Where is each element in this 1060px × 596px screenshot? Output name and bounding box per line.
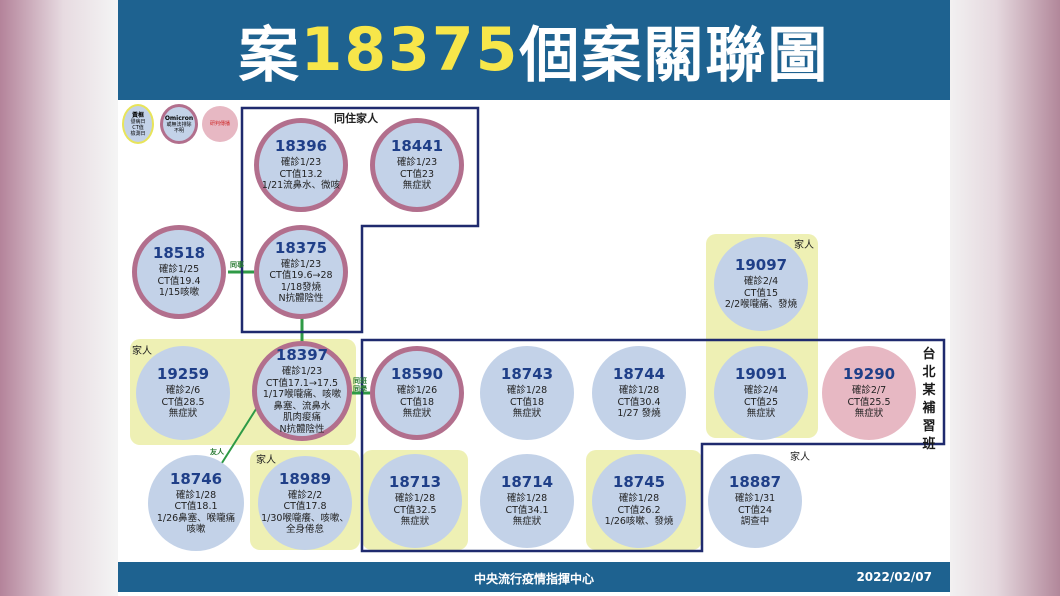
case-node-18590: 18590 確診1/26 CT值18 無症狀 (370, 346, 464, 440)
case-node-18713: 18713 確診1/28 CT值32.5 無症狀 (368, 454, 462, 548)
legend-b-title: Omicron (164, 114, 194, 122)
legend-a-line: CT值 (132, 124, 144, 131)
group-label-family-18989: 家人 (256, 455, 276, 466)
legend-b-line: 不明 (173, 127, 184, 134)
legend-transmission: 研判傳播 (202, 106, 238, 142)
case-node-18743: 18743 確診1/28 CT值18 無症狀 (480, 346, 574, 440)
title-case-number: 18375 (300, 15, 520, 85)
case-node-18397: 18397 確診1/23 CT值17.1→17.5 1/17喉嚨痛、咳嗽 鼻塞、… (252, 341, 352, 441)
case-node-18745: 18745 確診1/28 CT值26.2 1/26咳嗽、發燒 (592, 454, 686, 548)
legend-a-line: 發病日 (130, 118, 146, 125)
case-node-19091: 19091 確診2/4 CT值25 無症狀 (714, 346, 808, 440)
title-suffix: 個案關聯圖 (519, 20, 830, 91)
legend-b-line: 或無法排除 (166, 121, 192, 128)
case-node-18714: 18714 確診1/28 CT值34.1 無症狀 (480, 454, 574, 548)
group-label-family-19259: 家人 (132, 346, 152, 357)
group-label-cram-school: 台 北 某 補 習 班 (922, 347, 936, 452)
case-node-19290: 19290 確診2/7 CT值25.5 無症狀 (822, 346, 916, 440)
legend-c-line: 研判傳播 (209, 121, 230, 127)
case-node-18396: 18396 確診1/23 CT值13.2 1/21流鼻水、微咳 (254, 118, 348, 212)
link-label-colleague: 同事 (230, 261, 244, 269)
legend-omicron: Omicron 或無法排除 不明 (160, 104, 198, 144)
title-prefix: 案 (238, 20, 301, 91)
legend-yellow-frame: 黃框 發病日 CT值 檢測日 (122, 104, 154, 144)
footer-bar: 中央流行疫情指揮中心 2022/02/07 (118, 562, 950, 592)
case-node-18744: 18744 確診1/28 CT值30.4 1/27 發燒 (592, 346, 686, 440)
case-node-18746: 18746 確診1/28 CT值18.1 1/26鼻塞、喉嚨痛 咳嗽 (148, 455, 244, 551)
footer-date: 2022/02/07 (856, 570, 932, 584)
footer-agency: 中央流行疫情指揮中心 (473, 572, 594, 586)
case-node-18887: 18887 確診1/31 CT值24 調查中 (708, 454, 802, 548)
case-node-18441: 18441 確診1/23 CT值23 無症狀 (370, 118, 464, 212)
group-label-family-19097: 家人 (794, 240, 814, 251)
legend-a-title: 黃框 (131, 111, 144, 119)
group-label-family-18887: 家人 (790, 452, 810, 463)
case-node-18518: 18518 確診1/25 CT值19.4 1/15咳嗽 (132, 225, 226, 319)
link-label-friend-18746: 友人 (210, 448, 224, 456)
case-node-18989: 18989 確診2/2 CT值17.8 1/30喉嚨癢、咳嗽、 全身倦怠 (258, 456, 352, 550)
case-node-19259: 19259 確診2/6 CT值28.5 無症狀 (136, 346, 230, 440)
case-node-19097: 19097 確診2/4 CT值15 2/2喉嚨痛、發燒 (714, 237, 808, 331)
legend-a-line: 檢測日 (130, 130, 146, 137)
group-label-cohabit: 同住家人 (334, 112, 378, 125)
link-label-same-class: 同班 同學 (353, 377, 367, 393)
case-node-18375: 18375 確診1/23 CT值19.6→28 1/18發燒 N抗體陰性 (254, 225, 348, 319)
